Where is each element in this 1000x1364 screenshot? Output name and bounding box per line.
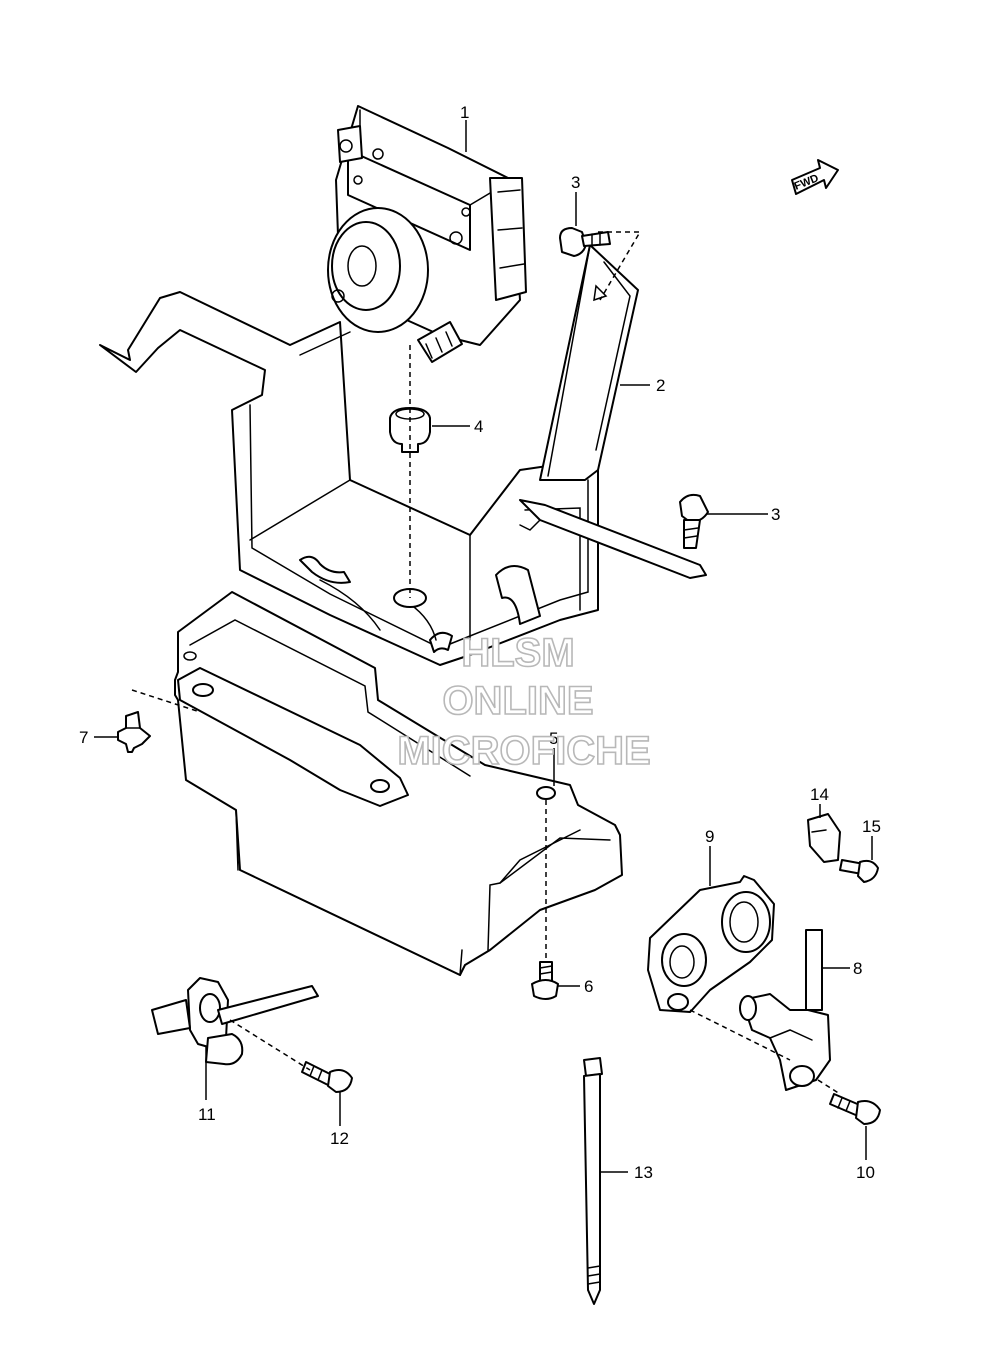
main-bracket[interactable] — [99, 291, 707, 666]
callout-3-upper: 3 — [571, 173, 580, 192]
assembly-lines — [131, 231, 841, 1095]
bolt-15[interactable] — [839, 859, 879, 883]
watermark: HLSM ONLINE MICROFICHE — [397, 630, 652, 774]
bolt-upper[interactable] — [559, 227, 611, 257]
callout-5: 5 — [549, 729, 558, 748]
callout-12: 12 — [330, 1129, 349, 1148]
callout-7: 7 — [79, 728, 88, 747]
callout-11: 11 — [198, 1105, 216, 1124]
bolt-12[interactable] — [301, 1061, 353, 1093]
sensor-holder[interactable] — [647, 875, 775, 1013]
callout-10: 10 — [856, 1163, 875, 1182]
fwd-arrow-icon: FWD — [791, 159, 839, 195]
rear-speed-sensor[interactable] — [151, 977, 319, 1066]
callout-8: 8 — [853, 959, 862, 978]
lower-cover[interactable] — [174, 591, 623, 977]
watermark-line-1: HLSM — [461, 631, 574, 675]
callout-15: 15 — [862, 817, 881, 836]
clamp[interactable] — [807, 813, 841, 863]
callout-4: 4 — [474, 417, 483, 436]
bolt-small[interactable] — [531, 961, 559, 1000]
clip[interactable] — [117, 711, 151, 753]
callout-6: 6 — [584, 977, 593, 996]
bolt-right[interactable] — [679, 493, 709, 549]
bolt-10[interactable] — [829, 1093, 881, 1125]
callout-2: 2 — [656, 376, 665, 395]
speed-sensor[interactable] — [739, 929, 831, 1091]
cable-tie[interactable] — [583, 1057, 603, 1305]
watermark-line-2: ONLINE — [442, 679, 593, 723]
callout-3-right: 3 — [771, 505, 780, 524]
callout-14: 14 — [810, 785, 829, 804]
leader-lines — [94, 120, 873, 1173]
callout-1: 1 — [460, 103, 469, 122]
watermark-line-3: MICROFICHE — [397, 729, 650, 773]
abs-hydraulic-unit[interactable] — [327, 105, 527, 363]
callouts: 1 2 3 3 4 5 6 7 8 9 10 11 12 13 14 15 — [79, 103, 881, 1182]
stay[interactable] — [539, 244, 639, 481]
callout-9: 9 — [705, 827, 714, 846]
callout-13: 13 — [634, 1163, 653, 1182]
